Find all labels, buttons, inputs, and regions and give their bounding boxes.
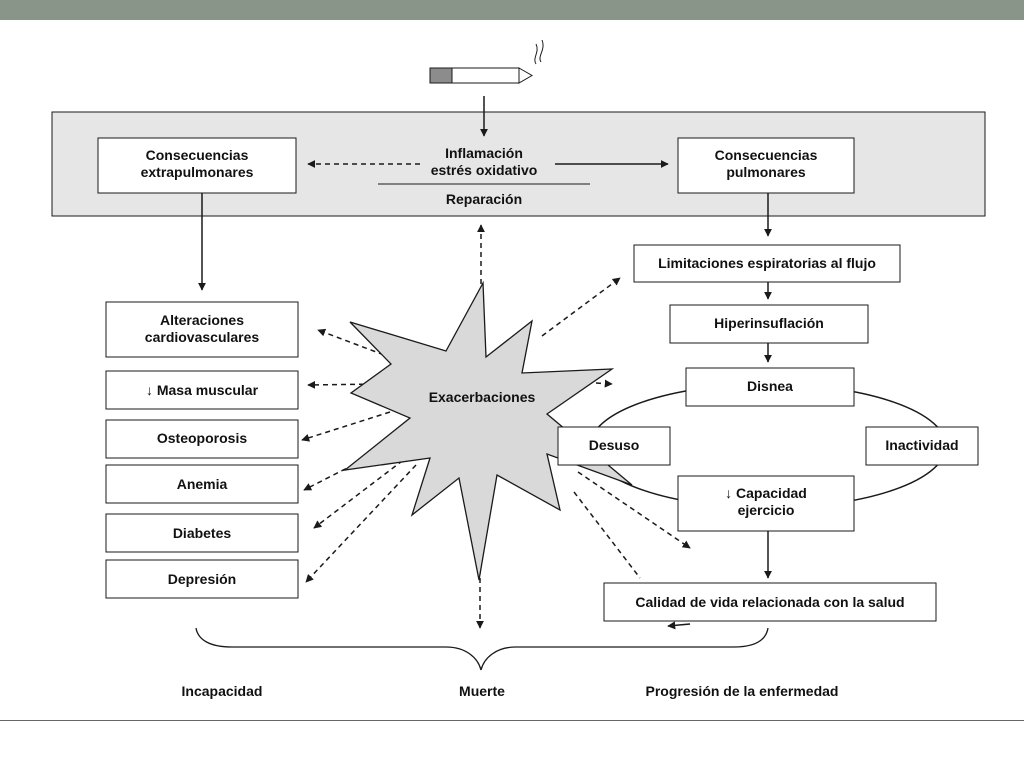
node-hyperinflation-text: Hiperinsuflación bbox=[714, 315, 824, 331]
cardiovascular-line-2: cardiovasculares bbox=[145, 329, 260, 345]
node-hyperinflation: Hiperinsuflación bbox=[669, 304, 869, 344]
node-osteoporosis-text: Osteoporosis bbox=[157, 430, 247, 446]
arrow-exac-dyspnea bbox=[577, 379, 613, 388]
node-inactivity: Inactividad bbox=[865, 426, 979, 466]
top-bar bbox=[0, 0, 1024, 20]
node-anemia-text: Anemia bbox=[177, 476, 228, 492]
node-depression: Depresión bbox=[105, 559, 299, 599]
node-flow-limitation: Limitaciones espiratorias al flujo bbox=[633, 244, 901, 283]
arrow-qol-return bbox=[667, 621, 691, 630]
pulmonary-line-1: Consecuencias bbox=[715, 147, 818, 163]
exercise-capacity-line-1: ↓ Capacidad bbox=[725, 485, 807, 501]
node-muscle-text: ↓ Masa muscular bbox=[146, 382, 259, 398]
outcome-death: Muerte bbox=[459, 683, 505, 699]
inactivity-line-1: Inactividad bbox=[885, 437, 958, 453]
node-dyspnea: Disnea bbox=[685, 367, 855, 407]
node-depression-text: Depresión bbox=[168, 571, 236, 587]
depression-line-1: Depresión bbox=[168, 571, 236, 587]
muscle-line-1: ↓ Masa muscular bbox=[146, 382, 259, 398]
node-osteoporosis: Osteoporosis bbox=[105, 419, 299, 459]
arrow-exac-osteoporosis bbox=[301, 411, 391, 442]
node-inactivity-text: Inactividad bbox=[885, 437, 958, 453]
arrow-exac-qol bbox=[573, 491, 641, 579]
hyperinflation-line-1: Hiperinsuflación bbox=[714, 315, 824, 331]
osteoporosis-line-1: Osteoporosis bbox=[157, 430, 247, 446]
cigarette-icon bbox=[429, 39, 544, 84]
node-disuse: Desuso bbox=[557, 426, 671, 466]
extrapulmonary-line-2: extrapulmonares bbox=[141, 164, 254, 180]
inflammation-line-1: Inflamación bbox=[445, 145, 523, 161]
bottom-rule bbox=[0, 720, 1024, 721]
node-muscle: ↓ Masa muscular bbox=[105, 370, 299, 410]
node-diabetes: Diabetes bbox=[105, 513, 299, 553]
pulmonary-line-2: pulmonares bbox=[726, 164, 806, 180]
outcome-disability: Incapacidad bbox=[182, 683, 263, 699]
outcome-brace bbox=[195, 627, 769, 671]
node-quality-of-life-text: Calidad de vida relacionada con la salud bbox=[635, 594, 904, 610]
arrow-exac-flow bbox=[541, 277, 621, 337]
node-quality-of-life: Calidad de vida relacionada con la salud bbox=[603, 582, 937, 622]
node-flow-limitation-text: Limitaciones espiratorias al flujo bbox=[658, 255, 876, 271]
inflammation-line-2: estrés oxidativo bbox=[431, 162, 538, 178]
node-disuse-text: Desuso bbox=[589, 437, 640, 453]
disuse-line-1: Desuso bbox=[589, 437, 640, 453]
repair-line-1: Reparación bbox=[446, 191, 522, 207]
arrow-exac-cardiovascular bbox=[317, 328, 393, 359]
node-exacerbations-text: Exacerbaciones bbox=[429, 389, 536, 405]
dyspnea-line-1: Disnea bbox=[747, 378, 793, 394]
extrapulmonary-line-1: Consecuencias bbox=[146, 147, 249, 163]
exacerbation-burst bbox=[342, 280, 633, 581]
node-dyspnea-text: Disnea bbox=[747, 378, 793, 394]
arrow-exac-exercise bbox=[577, 471, 691, 549]
arrow-exac-diabetes bbox=[313, 454, 411, 529]
exercise-capacity-line-2: ejercicio bbox=[738, 502, 795, 518]
outcome-progression: Progresión de la enfermedad bbox=[646, 683, 839, 699]
node-anemia: Anemia bbox=[105, 464, 299, 504]
quality-of-life-line-1: Calidad de vida relacionada con la salud bbox=[635, 594, 904, 610]
arrow-exac-depression bbox=[305, 464, 417, 583]
anemia-line-1: Anemia bbox=[177, 476, 228, 492]
cardiovascular-line-1: Alteraciones bbox=[160, 312, 244, 328]
exacerbations-line-1: Exacerbaciones bbox=[429, 389, 536, 405]
diabetes-line-1: Diabetes bbox=[173, 525, 232, 541]
node-repair-text: Reparación bbox=[446, 191, 522, 207]
node-diabetes-text: Diabetes bbox=[173, 525, 232, 541]
flow-limitation-line-1: Limitaciones espiratorias al flujo bbox=[658, 255, 876, 271]
